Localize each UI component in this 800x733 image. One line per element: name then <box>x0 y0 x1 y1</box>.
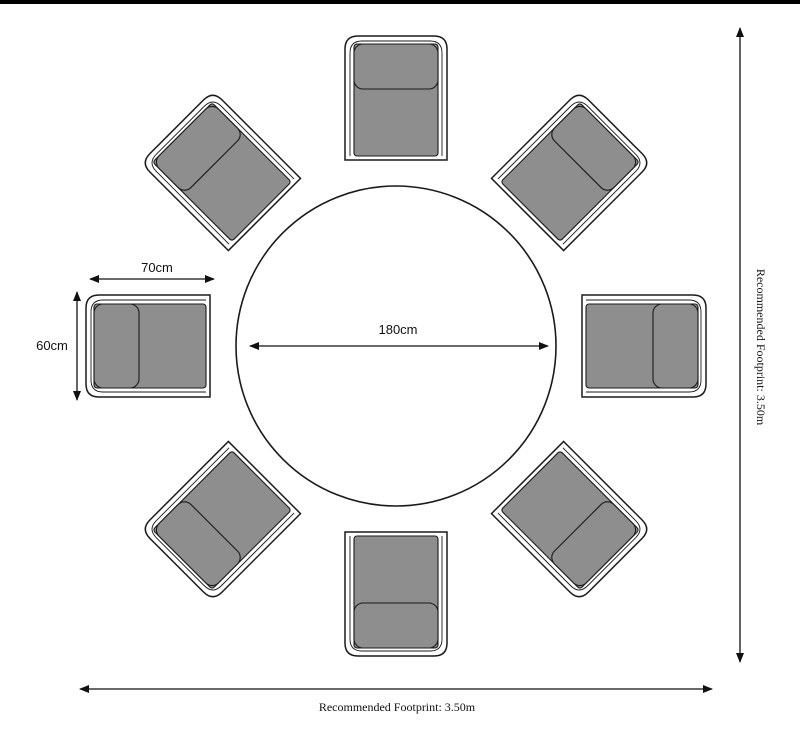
chair-frame-inner <box>586 299 702 393</box>
chair-bottom-right <box>490 440 648 598</box>
back-cushion <box>93 303 140 389</box>
chair-bottom-left <box>144 440 302 598</box>
chair-top <box>344 35 448 161</box>
back-cushion <box>551 501 637 587</box>
footprint-width-label: Recommended Footprint: 3.50m <box>319 700 476 714</box>
chair-frame-inner <box>151 101 295 245</box>
chair-width-label: 70cm <box>141 260 173 275</box>
back-cushion <box>353 602 439 649</box>
chair-frame-inner <box>151 447 295 591</box>
chair-frame-inner <box>349 536 443 652</box>
table-diameter-label: 180cm <box>378 322 417 337</box>
chair-right <box>581 294 707 398</box>
top-border <box>0 0 800 4</box>
chair-depth-label: 60cm <box>36 338 68 353</box>
back-cushion <box>353 43 439 90</box>
chair-top-right <box>490 94 648 252</box>
chair-frame-inner <box>349 40 443 156</box>
chair-frame-inner <box>90 299 206 393</box>
back-cushion <box>652 303 699 389</box>
chairs <box>85 35 707 657</box>
chair-left <box>85 294 211 398</box>
chair-bottom <box>344 531 448 657</box>
chair-frame-inner <box>497 447 641 591</box>
chair-frame-inner <box>497 101 641 245</box>
back-cushion <box>551 105 637 191</box>
back-cushion <box>155 501 241 587</box>
footprint-depth-label: Recommended Footprint: 3.50m <box>754 269 768 426</box>
back-cushion <box>155 105 241 191</box>
chair-top-left <box>144 94 302 252</box>
